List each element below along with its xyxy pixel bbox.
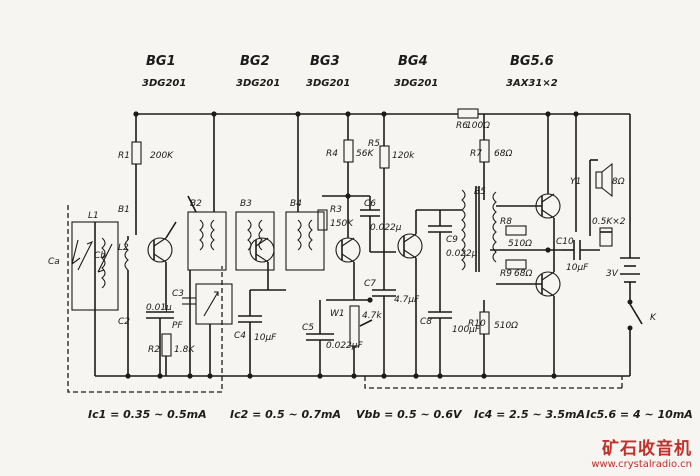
- jack-label: 0.5K×2: [592, 217, 626, 227]
- r10-label: R10: [468, 319, 486, 329]
- c3-label: C3: [172, 289, 184, 299]
- speaker-label: Y1: [570, 177, 581, 187]
- measurement-vbb: Vbb = 0.5 ~ 0.6V: [356, 408, 463, 421]
- ca-label: Ca: [48, 257, 60, 267]
- speaker-value: 8Ω: [612, 177, 625, 187]
- r10-value: 510Ω: [494, 321, 518, 331]
- bg2-ref: BG2: [240, 54, 270, 69]
- c10-label: C10: [556, 237, 574, 247]
- ground-rail: [95, 330, 631, 377]
- b4-label: B4: [290, 199, 302, 209]
- r2-label: R2: [148, 345, 160, 355]
- bg56-ref: BG5.6: [510, 54, 554, 69]
- r3-value: 150K: [330, 219, 354, 229]
- r7-value: 68Ω: [494, 149, 512, 159]
- c7-label: C7: [364, 279, 376, 289]
- bg2-model: 3DG201: [236, 78, 280, 89]
- l2-label: L2: [118, 243, 129, 253]
- r1-label: R1: [118, 151, 130, 161]
- bg4-ref: BG4: [398, 54, 428, 69]
- bg1-model: 3DG201: [142, 78, 186, 89]
- c8-value: 100μF: [452, 325, 481, 335]
- r8-label: R8: [500, 217, 512, 227]
- c7-value: 4.7μF: [394, 295, 420, 305]
- c2-label: C2: [118, 317, 130, 327]
- c8-label: C8: [420, 317, 432, 327]
- r3-label: R3: [330, 205, 342, 215]
- stage-bg2: [235, 211, 286, 376]
- measurement-ic56: Ic5.6 = 4 ~ 10mA: [586, 408, 693, 421]
- c5-label: C5: [302, 323, 314, 333]
- r6-label: R6: [456, 121, 468, 131]
- r1-value: 200K: [150, 151, 174, 161]
- r2-value: 1.8K: [174, 345, 195, 355]
- switch-label: K: [650, 313, 657, 323]
- stage-bg3: [285, 114, 396, 376]
- r5-value: 120k: [392, 151, 415, 161]
- w1-value: 4.7k: [362, 311, 382, 321]
- c3-value: PF: [172, 321, 183, 331]
- c1-value: 0.01μ: [146, 303, 172, 313]
- r9-label: R9: [500, 269, 512, 279]
- r9-value: 68Ω: [514, 269, 532, 279]
- c10-value: 10μF: [566, 263, 589, 273]
- c5-value: 0.022μF: [326, 341, 363, 351]
- b5-label: B5: [474, 187, 486, 197]
- stage-bg56: [457, 108, 613, 376]
- battery-label: 3V: [606, 269, 619, 279]
- r5-label: R5: [368, 139, 380, 149]
- c4-label: C4: [234, 331, 246, 341]
- measurement-ic1: Ic1 = 0.35 ~ 0.5mA: [88, 408, 207, 421]
- b3-label: B3: [240, 199, 252, 209]
- r4-label: R4: [326, 149, 338, 159]
- watermark: 矿石收音机 www.crystalradio.cn: [591, 434, 692, 470]
- r8-value: 510Ω: [508, 239, 532, 249]
- bg3-ref: BG3: [310, 54, 340, 69]
- battery-switch: [620, 257, 643, 331]
- bg4-model: 3DG201: [394, 78, 438, 89]
- watermark-title: 矿石收音机: [602, 439, 692, 459]
- stage-bg4: [372, 114, 462, 376]
- b2-label: B2: [190, 199, 202, 209]
- cb-label: Cb: [94, 251, 106, 261]
- c6-label: C6: [364, 199, 376, 209]
- stage-bg1: [124, 114, 177, 376]
- b1-label: B1: [118, 205, 130, 215]
- c6-value: 0.022μ: [370, 223, 402, 233]
- stage-b2: [182, 114, 233, 376]
- watermark-url: www.crystalradio.cn: [591, 459, 692, 470]
- c9-label: C9: [446, 235, 458, 245]
- measurement-ic4: Ic4 = 2.5 ~ 3.5mA: [474, 408, 585, 421]
- bg3-model: 3DG201: [306, 78, 350, 89]
- junctions: [125, 111, 579, 379]
- c4-value: 10μF: [254, 333, 277, 343]
- bg1-ref: BG1: [146, 54, 176, 69]
- r6-value: 100Ω: [466, 121, 490, 131]
- c9-value: 0.022μ: [446, 249, 478, 259]
- w1-label: W1: [330, 309, 345, 319]
- l1-label: L1: [88, 211, 99, 221]
- measurement-ic2: Ic2 = 0.5 ~ 0.7mA: [230, 408, 341, 421]
- antenna-tank: [71, 221, 119, 376]
- dashed-chassis: [67, 205, 623, 393]
- r7-label: R7: [470, 149, 482, 159]
- r4-value: 56K: [356, 149, 374, 159]
- bg56-model: 3AX31×2: [506, 78, 558, 89]
